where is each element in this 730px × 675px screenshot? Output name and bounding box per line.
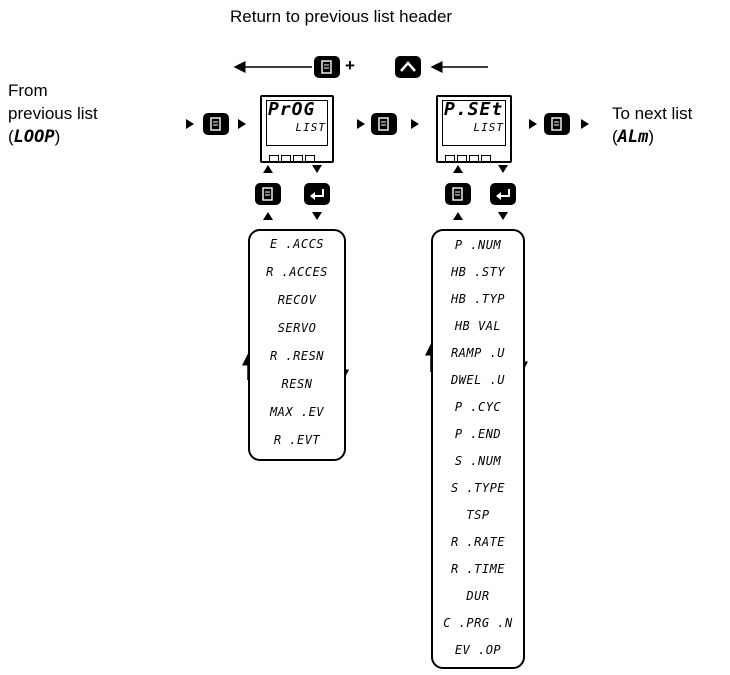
display-main-text: P.SEt <box>444 99 504 120</box>
display-sub-text: LIST <box>473 121 504 134</box>
plus-sign: + <box>345 56 355 75</box>
page-key-icon[interactable] <box>371 113 397 135</box>
display-pset-list: P.SEt LIST <box>436 95 512 163</box>
list-item[interactable]: S .TYPE <box>450 481 506 495</box>
list-item[interactable]: P .NUM <box>454 238 502 252</box>
scroll-enter-key-icon[interactable] <box>490 183 516 205</box>
return-header-label: Return to previous list header <box>230 7 453 26</box>
from-close-paren: ) <box>54 127 61 146</box>
list-item[interactable]: R .EVT <box>273 433 321 447</box>
list-item[interactable]: TSP <box>466 508 490 522</box>
display-prog-list: PrOG LIST <box>260 95 334 163</box>
list-item[interactable]: MAX .EV <box>269 405 325 419</box>
list-item[interactable]: DUR <box>466 589 490 603</box>
page-key-icon[interactable] <box>203 113 229 135</box>
list-item[interactable]: P .CYC <box>454 400 502 414</box>
parameter-list-pset: P .NUM HB .STY HB .TYP HB VAL RAMP .U DW… <box>431 229 525 669</box>
list-item[interactable]: RESN <box>281 377 313 391</box>
list-item[interactable]: RAMP .U <box>450 346 506 360</box>
list-item[interactable]: DWEL .U <box>450 373 506 387</box>
parameter-list-prog: E .ACCS R .ACCES RECOV SERVO R .RESN RES… <box>248 229 346 461</box>
list-item[interactable]: C .PRG .N <box>443 616 513 630</box>
to-close-paren: ) <box>648 127 655 146</box>
page-key-icon[interactable] <box>445 183 471 205</box>
list-item[interactable]: P .END <box>454 427 502 441</box>
list-item[interactable]: S .NUM <box>454 454 502 468</box>
display-main-text: PrOG <box>268 99 316 120</box>
page-key-icon[interactable] <box>544 113 570 135</box>
list-item[interactable]: R .ACCES <box>266 265 328 279</box>
list-item[interactable]: HB .TYP <box>450 292 506 306</box>
to-list-code: (ALm) <box>612 127 654 147</box>
from-open-paren: ( <box>8 127 14 146</box>
from-label-line1: From <box>8 81 48 100</box>
list-item[interactable]: E .ACCS <box>269 237 325 251</box>
list-item[interactable]: HB VAL <box>454 319 502 333</box>
from-list-code: (LOOP) <box>8 127 60 147</box>
to-label-line1: To next list <box>612 104 693 123</box>
list-item[interactable]: EV .OP <box>454 643 502 657</box>
list-item[interactable]: HB .STY <box>450 265 506 279</box>
to-code: ALm <box>617 127 649 147</box>
list-item[interactable]: R .RESN <box>269 349 325 363</box>
scroll-enter-key-icon[interactable] <box>304 183 330 205</box>
list-item[interactable]: R .TIME <box>450 562 506 576</box>
raise-arrow-key-icon[interactable] <box>395 56 421 78</box>
display-buttons <box>269 150 317 168</box>
display-sub-text: LIST <box>295 121 326 134</box>
to-open-paren: ( <box>612 127 618 146</box>
from-label-line2: previous list <box>8 104 98 123</box>
page-key-icon[interactable] <box>314 56 340 78</box>
list-item[interactable]: SERVO <box>277 321 317 335</box>
page-key-icon[interactable] <box>255 183 281 205</box>
from-code: LOOP <box>13 127 55 147</box>
list-item[interactable]: RECOV <box>277 293 317 307</box>
list-item[interactable]: R .RATE <box>450 535 506 549</box>
display-buttons <box>445 150 493 168</box>
